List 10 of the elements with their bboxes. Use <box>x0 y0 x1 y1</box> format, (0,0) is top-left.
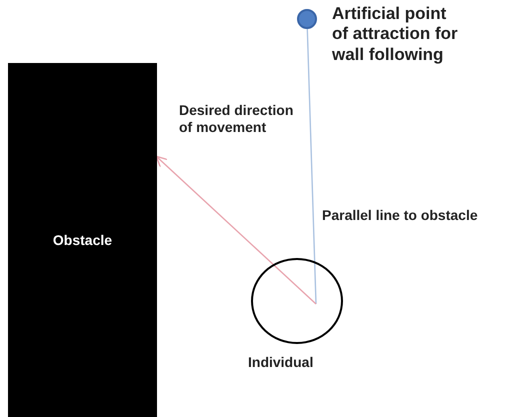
individual-circle <box>251 258 343 344</box>
obstacle-block <box>8 63 157 417</box>
line <box>306 28 317 304</box>
node-label: Obstacle <box>52 232 112 248</box>
attraction-point <box>297 9 317 29</box>
annotation: Parallel line to obstacle <box>322 207 479 224</box>
arrow <box>156 156 316 304</box>
annotation: Desired direction of movement <box>179 102 294 136</box>
node-label: Artificial point of attraction for wall following <box>332 4 459 66</box>
node-label: Individual <box>248 354 314 371</box>
